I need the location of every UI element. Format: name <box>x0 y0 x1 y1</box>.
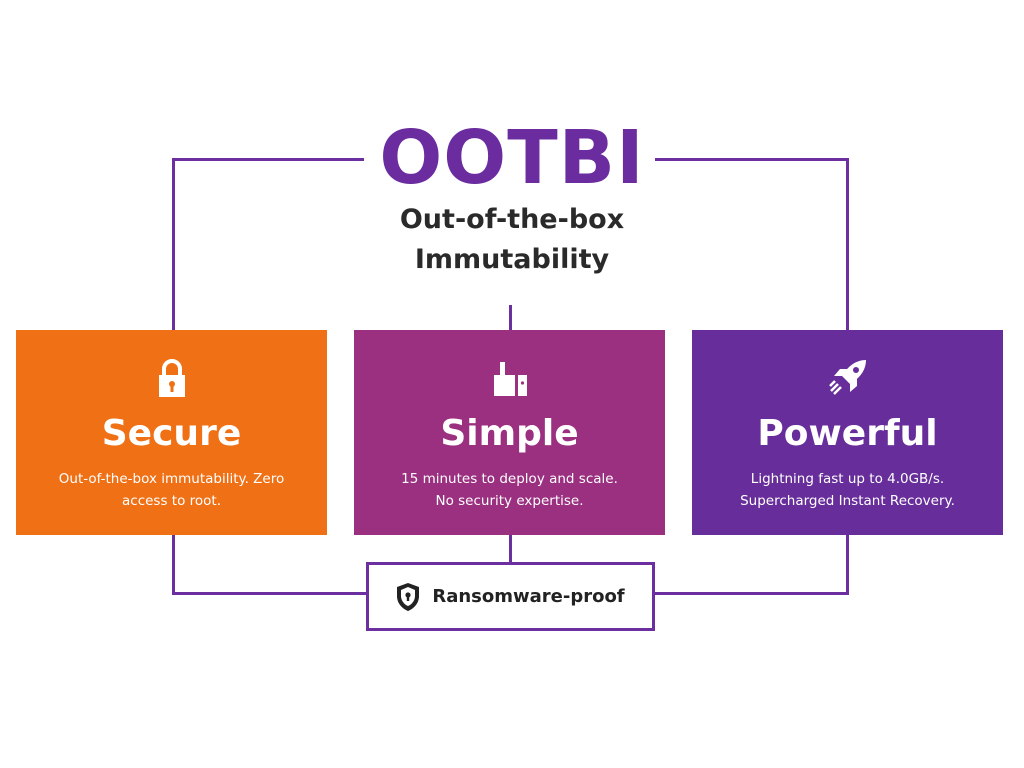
card-description: Out-of-the-box immutability. Zero access … <box>34 468 309 512</box>
lock-icon <box>16 358 327 400</box>
badge-label: Ransomware-proof <box>432 586 625 607</box>
connector-line <box>172 158 364 161</box>
connector-line <box>172 535 175 595</box>
card-description: 15 minutes to deploy and scale. No securi… <box>372 468 647 512</box>
card-title: Powerful <box>757 413 938 454</box>
card-description: Lightning fast up to 4.0GB/s. Supercharge… <box>710 468 985 512</box>
ransomware-proof-badge: Ransomware-proof <box>366 562 655 631</box>
description-line: Lightning fast up to 4.0GB/s. <box>750 471 945 487</box>
connector-line <box>509 535 512 563</box>
description-line: Supercharged Instant Recovery. <box>740 493 955 509</box>
connector-line <box>650 592 849 595</box>
description-line: 15 minutes to deploy and scale. <box>401 471 618 487</box>
connector-line <box>655 158 849 161</box>
brand-title: OOTBI <box>379 115 645 201</box>
description-line: No security expertise. <box>435 493 584 509</box>
connector-line <box>172 592 368 595</box>
description-line: access to root. <box>122 493 221 509</box>
shield-icon <box>397 582 420 611</box>
subtitle-line: Immutability <box>414 244 610 275</box>
subtitle-line: Out-of-the-box <box>399 204 625 235</box>
connector-line <box>846 535 849 595</box>
card-secure: Secure Out-of-the-box immutability. Zero… <box>16 330 327 535</box>
card-title: Secure <box>101 413 242 454</box>
connector-line <box>846 158 849 330</box>
connector-line <box>509 305 512 330</box>
card-simple: Simple 15 minutes to deploy and scale. No… <box>354 330 665 535</box>
thumbs-up-icon <box>354 358 665 400</box>
connector-line <box>172 158 175 330</box>
card-powerful: Powerful Lightning fast up to 4.0GB/s. Su… <box>692 330 1003 535</box>
description-line: Out-of-the-box immutability. Zero <box>58 471 285 487</box>
rocket-icon <box>692 358 1003 400</box>
card-title: Simple <box>440 413 579 454</box>
